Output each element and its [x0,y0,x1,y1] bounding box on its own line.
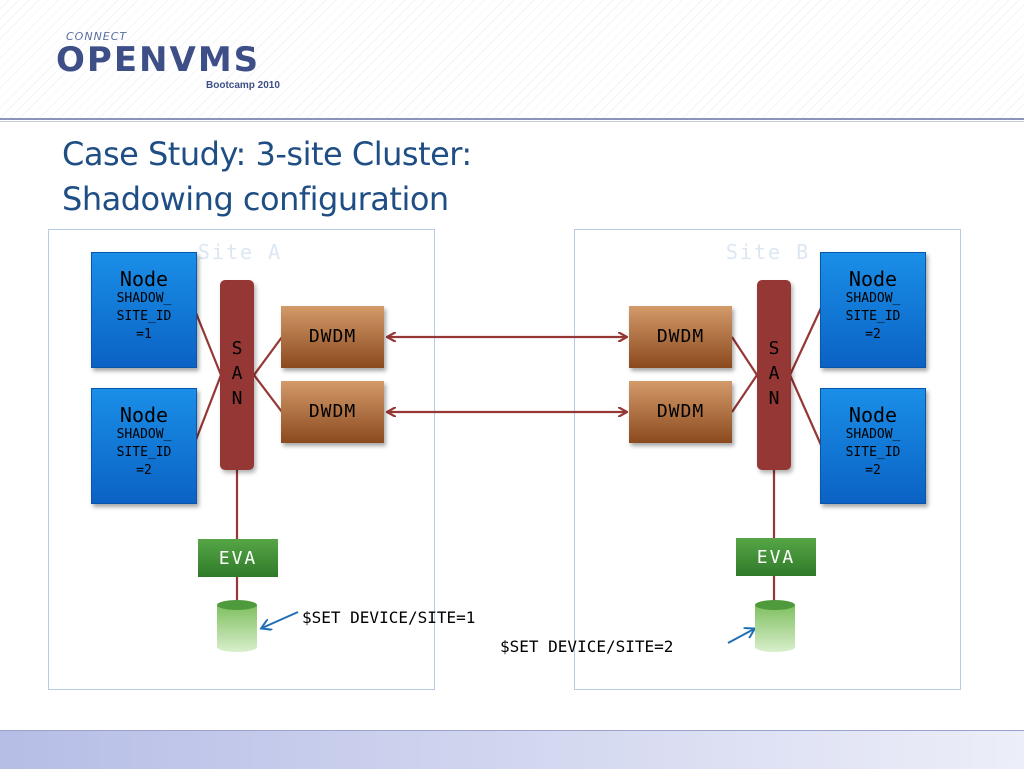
san-letter: N [768,388,780,409]
node-title: Node [848,267,898,291]
site-b-dwdm-2: DWDM [629,381,732,443]
slide-title-line2: Shadowing configuration [62,180,449,218]
site-a-san: S A N [220,280,254,470]
header-divider-thin [0,121,1024,122]
site-b-label: Site B [725,240,811,264]
header-band [0,0,1024,118]
link-nodeA2-san [192,374,223,446]
link-nodeA1-san [192,307,223,376]
slide-title: Case Study: 3-site Cluster: Shadowing co… [62,132,472,222]
link-sanA-dwdm1 [253,336,283,376]
site-b-node-1: Node SHADOW_ SITE_ID =2 [820,252,926,368]
san-letter: S [231,338,243,359]
site-a-label: Site A [197,240,283,264]
site-b-san: S A N [757,280,791,470]
logo-openvms-text: OPENVMS [56,40,261,80]
san-letter: A [768,363,780,384]
site-b-command: $SET DEVICE/SITE=2 [500,637,674,656]
openvms-logo: CONNECT OPENVMS Bootcamp 2010 [56,30,296,96]
node-site-id: SHADOW_ SITE_ID =1 [116,291,172,342]
site-b-node-2: Node SHADOW_ SITE_ID =2 [820,388,926,504]
san-letter: N [231,388,243,409]
pointer-arrow-site-a [262,611,299,628]
slide-title-line1: Case Study: 3-site Cluster: [62,135,472,173]
site-a-dwdm-1: DWDM [281,306,384,368]
site-a-node-1: Node SHADOW_ SITE_ID =1 [91,252,197,368]
site-a-command: $SET DEVICE/SITE=1 [302,608,476,627]
logo-bootcamp-text: Bootcamp 2010 [206,80,280,91]
node-title: Node [848,403,898,427]
node-title: Node [119,267,169,291]
link-sanA-dwdm2 [253,374,283,413]
san-letter: S [768,338,780,359]
san-letter: A [231,363,243,384]
link-nodeB1-san [789,307,822,376]
site-b-eva: EVA [736,538,816,576]
site-b-disk-icon [755,600,795,652]
site-a-node-2: Node SHADOW_ SITE_ID =2 [91,388,197,504]
site-a-disk-icon [217,600,257,652]
node-site-id: SHADOW_ SITE_ID =2 [116,427,172,478]
node-site-id: SHADOW_ SITE_ID =2 [845,291,901,342]
site-b-dwdm-1: DWDM [629,306,732,368]
node-site-id: SHADOW_ SITE_ID =2 [845,427,901,478]
node-title: Node [119,403,169,427]
header-divider [0,118,1024,120]
site-a-dwdm-2: DWDM [281,381,384,443]
footer-band [0,730,1024,769]
link-nodeB2-san [788,374,823,446]
pointer-arrow-site-b [727,629,754,644]
link-sanB-dwdm1 [731,336,758,376]
logo-connect-text: CONNECT [66,30,128,43]
site-a-eva: EVA [198,539,278,577]
link-sanB-dwdm2 [731,374,758,413]
